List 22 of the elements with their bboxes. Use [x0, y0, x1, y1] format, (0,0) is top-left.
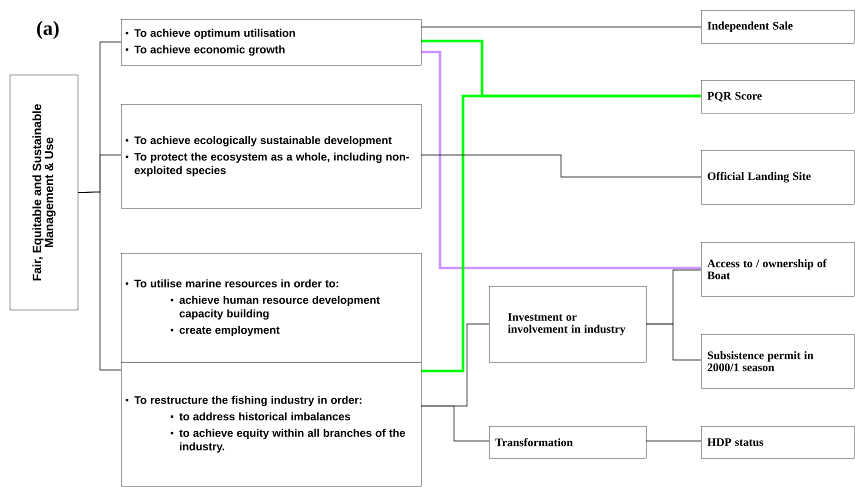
connector-line [421, 50, 701, 270]
connector-line [646, 324, 702, 360]
connector-line [421, 94, 701, 372]
criterion-box: Access to / ownership of Boat [701, 242, 854, 296]
objective-box: To achieve ecologically sustainable development To protect the ecosystem as a whole, including non-exploited species [121, 104, 422, 208]
connector-line [421, 154, 702, 178]
connector-line [646, 440, 702, 442]
criterion-box: Official Landing Site [701, 150, 854, 204]
objective-box: To utilise marine resources in order to: achieve human resource development capacity building create employment [121, 253, 422, 362]
connector-line [78, 192, 122, 370]
objective-box: To achieve optimum utilisation To achieve economic growth [121, 19, 422, 66]
criterion-box: Transformation [489, 426, 646, 458]
objective-box: To restructure the fishing industry in order: to address historical imbalances to achieve equity within all branches of the industry. [121, 362, 422, 486]
goal-box: Fair, Equitable and Sustainable Management & Use [10, 74, 78, 310]
criterion-box: Subsistence permit in 2000/1 season [701, 334, 854, 388]
panel-label: (a) [37, 20, 59, 40]
criterion-box: HDP status [701, 426, 854, 458]
criterion-box: Investment or involvement in industry [489, 286, 646, 362]
connector-line [421, 406, 490, 442]
criterion-box: Independent Sale [701, 10, 854, 44]
connector-line [421, 26, 702, 28]
criterion-box: PQR Score [701, 80, 854, 114]
